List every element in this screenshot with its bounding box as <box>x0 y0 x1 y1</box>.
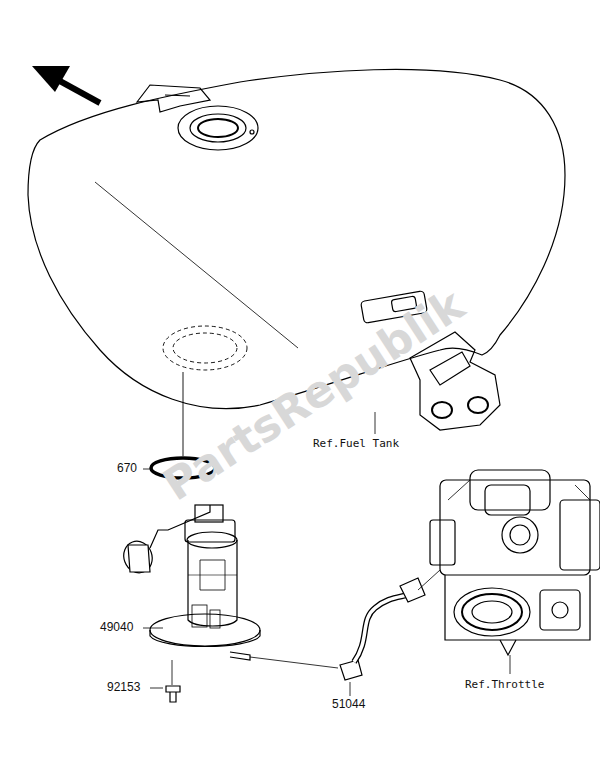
reference-label: Ref.Fuel Tank <box>313 437 399 450</box>
callout-number: 49040 <box>100 621 133 634</box>
callout-number: 51044 <box>332 698 365 711</box>
callout-number: 670 <box>117 462 137 475</box>
callout-number: 92153 <box>107 681 140 694</box>
watermark: PartsRepublik <box>154 279 472 510</box>
reference-label: Ref.Throttle <box>465 678 544 691</box>
